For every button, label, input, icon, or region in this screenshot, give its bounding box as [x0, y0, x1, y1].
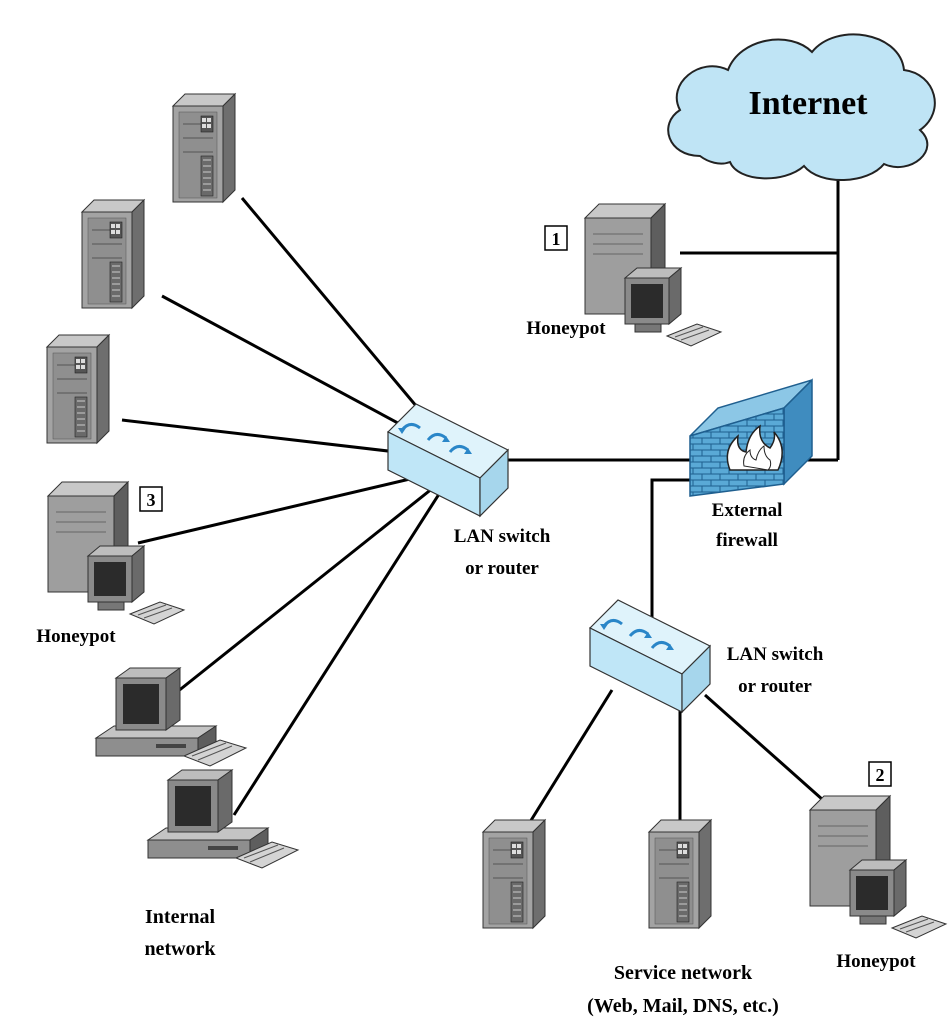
internet-label: Internet	[749, 85, 869, 122]
firewall-label-line2: firewall	[716, 530, 778, 551]
internal-network-label-line1: Internal	[145, 906, 215, 928]
connection-lines	[121, 160, 840, 823]
service-server-1	[482, 819, 546, 929]
honeypot-2-label: Honeypot	[836, 951, 916, 972]
lan-switch-internal-label-line2: or router	[465, 558, 539, 579]
internal-network-label-line2: network	[144, 938, 216, 960]
lan-switch-service-label-line1: LAN switch	[727, 644, 824, 665]
honeypot-2-computer	[809, 795, 947, 939]
lan-switch-internal	[386, 402, 510, 518]
honeypot-2-badge: 2	[868, 761, 892, 787]
lan-switch-service-label-line2: or router	[738, 676, 812, 697]
internal-server-3	[46, 334, 110, 444]
honeypot-3-badge: 3	[139, 486, 163, 512]
honeypot-1-label: Honeypot	[526, 318, 606, 339]
internal-workstation-1	[95, 667, 247, 767]
internet-cloud: Internet	[667, 33, 936, 181]
honeypot-3-label: Honeypot	[36, 626, 116, 647]
internal-workstation-2	[147, 769, 299, 869]
svg-text:2: 2	[876, 765, 885, 785]
internal-server-2	[81, 199, 145, 309]
service-server-2	[648, 819, 712, 929]
svg-text:1: 1	[552, 229, 561, 249]
firewall-label-line1: External	[712, 500, 783, 521]
external-firewall	[689, 378, 813, 497]
honeypot-3-computer	[47, 481, 185, 625]
internal-server-1	[172, 93, 236, 203]
svg-text:3: 3	[147, 490, 156, 510]
honeypot-1-badge: 1	[544, 225, 568, 251]
service-network-label-line2: (Web, Mail, DNS, etc.)	[587, 995, 779, 1017]
service-network-label-line1: Service network	[614, 962, 753, 984]
lan-switch-internal-label-line1: LAN switch	[454, 526, 551, 547]
